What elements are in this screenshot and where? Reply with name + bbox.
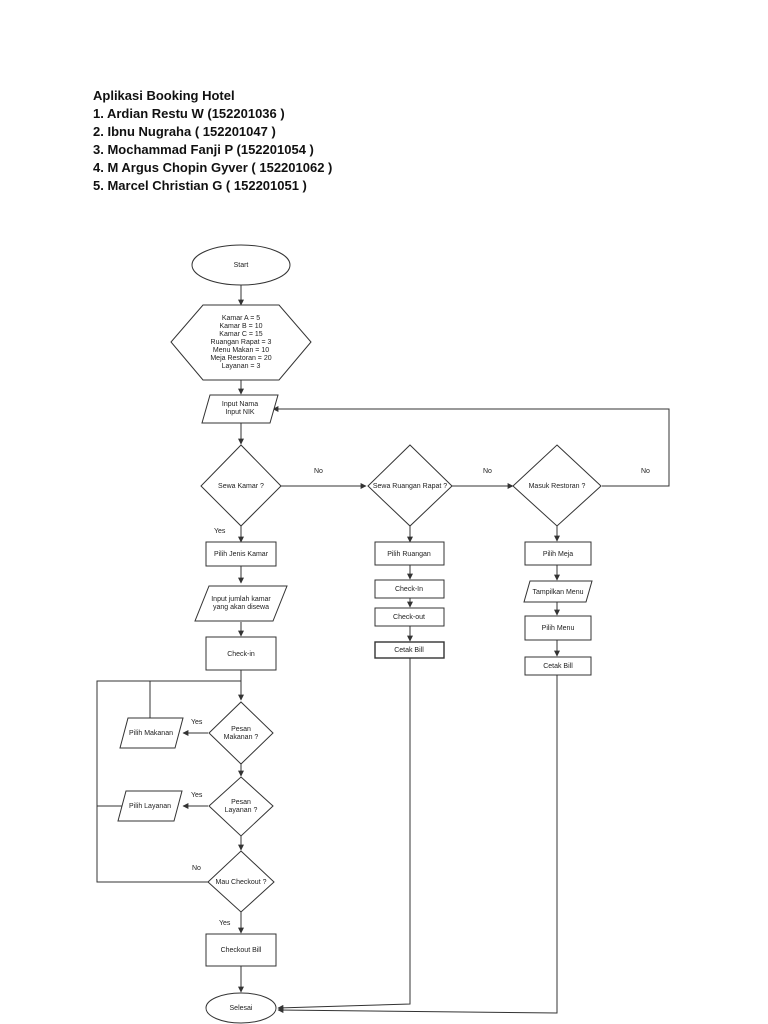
label-yes-layanan: Yes — [191, 792, 203, 799]
input-jumlah-line-2: yang akan disewa — [213, 604, 269, 611]
node-cetak-bill-ruangan: Cetak Bill — [374, 641, 445, 659]
label-no-2: No — [483, 468, 492, 475]
member-2: 2. Ibnu Nugraha ( 152201047 ) — [93, 124, 276, 139]
label-no-3: No — [641, 468, 650, 475]
checkin-ruangan-label: Check-In — [395, 586, 423, 593]
masuk-restoran-label: Masuk Restoran ? — [529, 483, 586, 490]
pesan-makanan-line-2: Makanan ? — [224, 734, 259, 741]
node-pilih-meja: Pilih Meja — [524, 541, 592, 566]
node-checkin-kamar: Check-in — [205, 636, 277, 671]
node-masuk-restoran: Masuk Restoran ? — [512, 444, 602, 527]
node-checkout-bill: Checkout Bill — [205, 933, 277, 967]
init-line-5: Menu Makan = 10 — [213, 347, 269, 354]
init-line-6: Meja Restoran = 20 — [210, 355, 271, 362]
node-cetak-bill-restoran: Cetak Bill — [524, 656, 592, 676]
input-jumlah-line-1: Input jumlah kamar — [211, 596, 271, 603]
node-start-label: Start — [234, 262, 249, 269]
node-input-jumlah-kamar: Input jumlah kamar yang akan disewa — [194, 585, 288, 622]
sewa-kamar-label: Sewa Kamar ? — [218, 483, 264, 490]
node-pesan-layanan: Pesan Layanan ? — [208, 776, 274, 837]
arrow-cetakrestoran-selesai — [277, 675, 558, 1014]
app-title: Aplikasi Booking Hotel — [93, 88, 235, 103]
mau-checkout-label: Mau Checkout ? — [216, 879, 267, 886]
node-pilih-ruangan: Pilih Ruangan — [374, 541, 445, 566]
pesan-layanan-line-2: Layanan ? — [225, 807, 258, 814]
init-line-1: Kamar A = 5 — [222, 315, 260, 322]
node-pilih-jenis-kamar: Pilih Jenis Kamar — [205, 541, 277, 567]
arrow-cetakruangan-selesai — [277, 658, 411, 1011]
label-no-1: No — [314, 468, 323, 475]
node-tampilkan-menu: Tampilkan Menu — [523, 580, 593, 603]
init-line-3: Kamar C = 15 — [219, 331, 262, 338]
input-nik-label: Input NIK — [225, 409, 255, 416]
arrow-pilihmakanan-loop — [149, 680, 241, 718]
member-5: 5. Marcel Christian G ( 152201051 ) — [93, 178, 307, 193]
selesai-label: Selesai — [230, 1005, 253, 1012]
node-checkout-ruangan: Check-out — [374, 607, 445, 627]
checkout-ruangan-label: Check-out — [393, 614, 425, 621]
label-yes-kamar: Yes — [214, 528, 226, 535]
label-yes-makanan: Yes — [191, 719, 203, 726]
node-init-values: Kamar A = 5 Kamar B = 10 Kamar C = 15 Ru… — [170, 304, 312, 381]
pesan-layanan-line-1: Pesan — [231, 799, 251, 806]
member-4: 4. M Argus Chopin Gyver ( 152201062 ) — [93, 160, 333, 175]
checkin-kamar-label: Check-in — [227, 651, 255, 658]
checkout-bill-label: Checkout Bill — [221, 947, 262, 954]
node-mau-checkout: Mau Checkout ? — [207, 850, 275, 913]
pilih-jenis-kamar-label: Pilih Jenis Kamar — [214, 551, 269, 558]
label-yes-checkout: Yes — [219, 920, 231, 927]
pilih-meja-label: Pilih Meja — [543, 551, 573, 558]
label-no-checkout: No — [192, 865, 201, 872]
tampilkan-menu-label: Tampilkan Menu — [533, 589, 584, 596]
node-pilih-makanan: Pilih Makanan — [119, 717, 184, 749]
pesan-makanan-line-1: Pesan — [231, 726, 251, 733]
page-header: Aplikasi Booking Hotel 1. Ardian Restu W… — [93, 87, 332, 195]
node-checkin-ruangan: Check-In — [374, 579, 445, 599]
sewa-ruangan-label: Sewa Ruangan Rapat ? — [373, 483, 447, 490]
node-selesai: Selesai — [205, 992, 277, 1024]
node-pesan-makanan: Pesan Makanan ? — [208, 701, 274, 765]
node-sewa-ruangan: Sewa Ruangan Rapat ? — [367, 444, 453, 527]
node-pilih-layanan: Pilih Layanan — [117, 790, 183, 822]
input-nama-label: Input Nama — [222, 401, 258, 408]
node-pilih-menu: Pilih Menu — [524, 615, 592, 641]
node-start: Start — [191, 244, 291, 286]
member-3: 3. Mochammad Fanji P (152201054 ) — [93, 142, 314, 157]
connectors — [96, 284, 670, 1014]
pilih-makanan-label: Pilih Makanan — [129, 730, 173, 737]
arrow-no-checkout-loop — [96, 680, 241, 883]
node-sewa-kamar: Sewa Kamar ? — [200, 444, 282, 527]
pilih-layanan-label: Pilih Layanan — [129, 803, 171, 810]
pilih-ruangan-label: Pilih Ruangan — [387, 551, 431, 558]
init-line-4: Ruangan Rapat = 3 — [211, 339, 272, 346]
cetak-bill-ruangan-label: Cetak Bill — [394, 647, 424, 654]
init-line-2: Kamar B = 10 — [220, 323, 263, 330]
arrow-no-loop-input — [272, 406, 670, 487]
pilih-menu-label: Pilih Menu — [542, 625, 575, 632]
member-1: 1. Ardian Restu W (152201036 ) — [93, 106, 285, 121]
init-line-7: Layanan = 3 — [222, 363, 261, 370]
cetak-bill-restoran-label: Cetak Bill — [543, 663, 573, 670]
node-input-nama-nik: Input Nama Input NIK — [201, 394, 279, 424]
